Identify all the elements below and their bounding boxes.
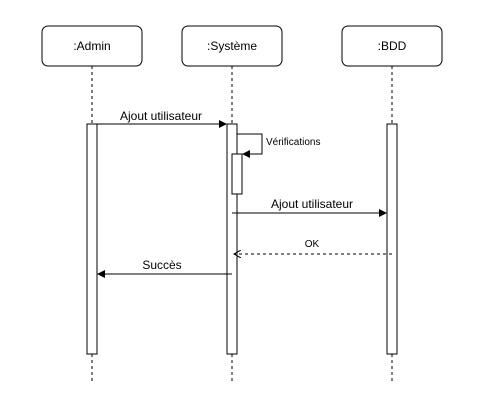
participant-bdd-box[interactable] bbox=[341, 25, 443, 67]
message-ok-return: OK bbox=[234, 239, 392, 254]
activation-systeme bbox=[226, 123, 238, 355]
participant-systeme-label: :Système bbox=[207, 39, 257, 53]
participant-admin-box[interactable] bbox=[41, 25, 143, 67]
message-ajout-utilisateur-1: Ajout utilisateur bbox=[97, 109, 227, 128]
participant-systeme-box[interactable] bbox=[181, 25, 283, 67]
message-label: Ajout utilisateur bbox=[120, 109, 202, 123]
message-label: Vérifications bbox=[266, 137, 320, 148]
lifeline-systeme: :Système bbox=[181, 25, 283, 384]
message-label: Succès bbox=[142, 258, 181, 272]
message-label: OK bbox=[305, 239, 320, 250]
lifeline-admin: :Admin bbox=[41, 25, 143, 384]
message-label: Ajout utilisateur bbox=[271, 197, 353, 211]
activation-admin bbox=[86, 123, 98, 355]
participant-admin-label: :Admin bbox=[73, 39, 110, 53]
participant-bdd-label: :BDD bbox=[378, 39, 407, 53]
message-succes: Succès bbox=[97, 258, 232, 278]
message-verifications: Vérifications bbox=[237, 133, 320, 158]
self-call-arrow bbox=[237, 133, 263, 158]
message-ajout-utilisateur-2: Ajout utilisateur bbox=[232, 197, 387, 217]
lifeline-bdd: :BDD bbox=[341, 25, 443, 384]
activation-systeme-nested bbox=[231, 153, 243, 195]
activation-bdd bbox=[386, 123, 398, 355]
